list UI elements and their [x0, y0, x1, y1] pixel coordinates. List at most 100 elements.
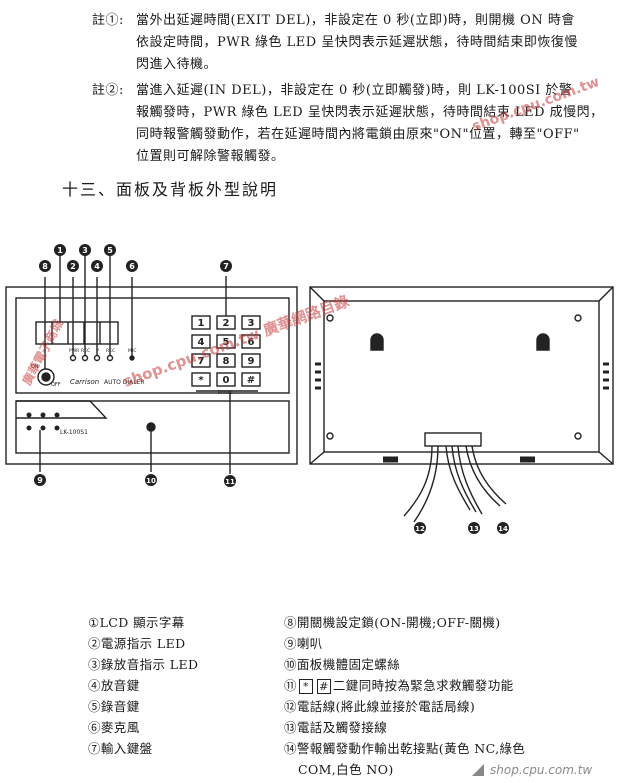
legend-item: ③錄放音指示 LED: [88, 657, 199, 672]
callout-9: [34, 474, 46, 486]
legend-11-text: 二鍵同時按為緊急求救觸發功能: [332, 678, 514, 693]
callout-1-text: 1: [57, 246, 63, 255]
led-label-rec2: REC: [106, 348, 115, 354]
legend-item: ⑦輸入鍵盤: [88, 741, 153, 756]
callout-8-text: 8: [42, 262, 48, 271]
note-1-line: 閃進入待機。: [136, 57, 218, 72]
legend-item: ⑩面板機體固定螺絲: [284, 657, 401, 672]
note-2-tag: 註②:: [92, 83, 124, 98]
svg-text:9: 9: [248, 356, 255, 367]
note-1-line: 當外出延遲時間(EXIT DEL)，非設定在 0 秒(立即)時，則開機 ON 時…: [136, 13, 575, 28]
svg-text:1: 1: [198, 318, 205, 329]
svg-text:3: 3: [248, 318, 255, 329]
note-1: 註①: 當外出延遲時間(EXIT DEL)，非設定在 0 秒(立即)時，則開機 …: [92, 10, 620, 76]
mic-hole: [129, 355, 135, 361]
callout-6: [126, 260, 138, 272]
back-connector: [424, 432, 482, 447]
led-label-pwr: PWR: [69, 348, 79, 354]
callout-5-text: 5: [107, 246, 113, 255]
legend-item: COM,白色 NO): [298, 762, 394, 777]
callout-4: [91, 260, 103, 272]
legend-left: ①LCD 顯示字幕 ②電源指示 LED ③錄放音指示 LED ④放音鍵 ⑤錄音鍵…: [88, 612, 288, 759]
panel-diagram: 1 3 5 8 2 4 6 7 9 10 11 12 13 14 ON OFF …: [5, 244, 614, 534]
fixing-screw: [146, 422, 156, 432]
lock-on-label: ON: [31, 364, 39, 370]
callout-2: [67, 260, 79, 272]
legend-item: ②電源指示 LED: [88, 636, 186, 651]
note-2-line: 當進入延遲(IN DEL)，非設定在 0 秒(立即觸發)時，則 LK-100SI…: [136, 83, 573, 98]
model-label: AUTO DIALER: [104, 379, 145, 386]
lcd-display: [35, 321, 119, 345]
callout-3-text: 3: [82, 246, 88, 255]
callout-14-text: 14: [498, 525, 508, 533]
svg-text:*: *: [198, 375, 204, 386]
callout-11: [224, 475, 236, 487]
callout-8: [39, 260, 51, 272]
device-label: LK-100S1: [60, 429, 88, 436]
callout-12: [414, 522, 426, 534]
lock-off-label: OFF: [51, 382, 61, 388]
speaker-dot: [26, 412, 32, 418]
svg-text:0: 0: [223, 375, 230, 386]
note-2-line: 同時報警觸發動作，若在延遲時間內將電鎖由原來"ON"位置，轉至"OFF": [136, 127, 580, 142]
legend-item-11: ⑪*#二鍵同時按為緊急求救觸發功能: [284, 675, 604, 696]
callout-3: [79, 244, 91, 256]
note-2-line: 位置則可解除警報觸發。: [136, 149, 285, 164]
back-panel-outline: [309, 286, 614, 465]
svg-text:7: 7: [198, 356, 205, 367]
callout-5: [104, 244, 116, 256]
callout-7-text: 7: [223, 262, 229, 271]
callout-10: [145, 474, 157, 486]
rec-led: [81, 354, 89, 362]
note-2-line: 報觸發時，PWR 綠色 LED 呈快閃表示延遲狀態，待時間結束 LED 成慢閃，: [136, 105, 604, 120]
led-label-p: P: [96, 348, 99, 354]
footer-logo-icon: [472, 764, 484, 776]
callout-10-text: 10: [146, 477, 156, 485]
legend-item: ⑤錄音鍵: [88, 699, 140, 714]
callout-4-text: 4: [94, 262, 100, 271]
legend-item: ⑧開關機設定鎖(ON-開機;OFF-關機): [284, 615, 501, 630]
keypad: [191, 315, 261, 387]
svg-text:5: 5: [223, 337, 230, 348]
svg-text:8: 8: [223, 356, 230, 367]
callout-13: [468, 522, 480, 534]
footer-watermark: shop.cpu.com.tw: [470, 762, 618, 780]
callout-11-text: 11: [225, 478, 235, 486]
brand-label: Carrison: [70, 378, 99, 386]
lock-switch: [37, 368, 55, 386]
legend-11-number: ⑪: [284, 678, 297, 693]
panic-label: PANIC: [218, 390, 233, 396]
note-1-tag: 註①:: [92, 13, 124, 28]
led-label-rec: REC: [81, 348, 90, 354]
callout-13-text: 13: [469, 525, 479, 533]
mic-label: MIC: [128, 348, 136, 354]
legend-item: ⑫電話線(將此線並接於電話局線): [284, 699, 476, 714]
callout-9-text: 9: [37, 476, 43, 485]
legend-item: ⑨喇叭: [284, 636, 323, 651]
rec-button: [106, 354, 114, 362]
play-button: [93, 354, 101, 362]
pwr-led: [69, 354, 77, 362]
svg-text:#: #: [247, 375, 255, 386]
callout-6-text: 6: [129, 262, 135, 271]
legend-item: ①LCD 顯示字幕: [88, 615, 185, 630]
svg-text:2: 2: [223, 318, 230, 329]
legend-item: ⑬電話及觸發接線: [284, 720, 388, 735]
footer-watermark-text: shop.cpu.com.tw: [490, 763, 593, 777]
note-2: 註②: 當進入延遲(IN DEL)，非設定在 0 秒(立即觸發)時，則 LK-1…: [92, 80, 620, 170]
legend-item: ④放音鍵: [88, 678, 140, 693]
svg-text:6: 6: [248, 337, 255, 348]
keypad-labels: 1 2 3 4 5 6 7 8 9 * 0 #: [198, 318, 256, 386]
callout-12-text: 12: [415, 525, 425, 533]
callout-1: [54, 244, 66, 256]
hash-key-icon: #: [316, 679, 331, 694]
callout-badges: 1 3 5 8 2 4 6 7 9 10 11 12 13 14: [34, 244, 509, 534]
legend-item: ⑥麥克風: [88, 720, 140, 735]
callout-2-text: 2: [70, 262, 76, 271]
section-title: 十三、面板及背板外型說明: [62, 180, 279, 199]
callout-14: [497, 522, 509, 534]
callout-7: [220, 260, 232, 272]
svg-text:4: 4: [198, 337, 205, 348]
note-1-line: 依設定時間，PWR 綠色 LED 呈快閃表示延遲狀態，待時間結束即恢復慢: [136, 35, 578, 50]
legend-item: ⑭警報觸發動作輸出乾接點(黃色 NC,綠色: [284, 741, 526, 756]
